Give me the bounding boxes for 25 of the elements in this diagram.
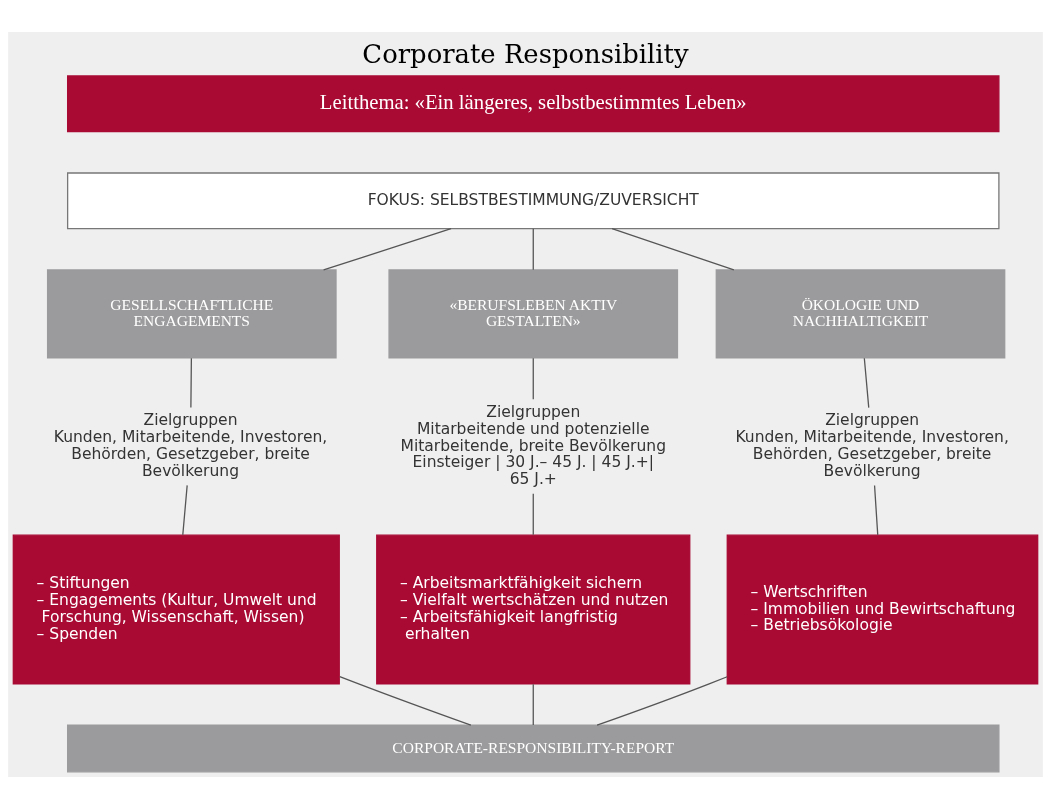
- node-box: Leitthema: «Ein längeres, selbstbestimmtes Leben»: [67, 75, 1000, 133]
- node-box: – Wertschriften – Immobilien und Bewirtschaftung – Betriebsökologie: [726, 534, 1039, 685]
- node-box: ÖKOLOGIE UND NACHHALTIGKEIT: [715, 269, 1006, 359]
- connector: [532, 493, 534, 536]
- connector: [532, 228, 534, 271]
- connector: [863, 357, 870, 409]
- node-box: CORPORATE-RESPONSIBILITY-REPORT: [67, 724, 1000, 773]
- node-box: – Arbeitsmarktfähigkeit sichern – Vielfalt wertschätzen und nutzen – Arbeitsfähigkeit langfristig erhalten: [376, 534, 691, 685]
- connector: [182, 484, 188, 536]
- connector: [339, 675, 472, 726]
- diagram-title: Corporate Responsibility: [362, 39, 689, 70]
- connector: [532, 683, 534, 726]
- connector: [322, 228, 452, 271]
- node-text: Zielgruppen Mitarbeitende und potenzielle Mitarbeitende, breite Bevölkerung Einsteiger | 30 J.– 45 J. | 45 J.+| 65 J.+: [400, 402, 666, 489]
- node-box: FOKUS: SELBSTBESTIMMUNG/ZUVERSICHT: [67, 172, 1000, 230]
- node-text: Zielgruppen Kunden, Mitarbeitende, Investoren, Behörden, Gesetzgeber, breite Bevölkerung: [53, 411, 328, 480]
- node-box: GESELLSCHAFTLICHE ENGAGEMENTS: [46, 269, 337, 359]
- node-box: «BERUFSLEBEN AKTIV GESTALTEN»: [388, 269, 679, 359]
- connector: [611, 228, 735, 271]
- connector: [873, 484, 879, 536]
- node-box: – Stiftungen – Engagements (Kultur, Umwelt und Forschung, Wissenschaft, Wissen) – Spenden: [12, 534, 340, 685]
- connector: [190, 357, 193, 409]
- node-text: Zielgruppen Kunden, Mitarbeitende, Investoren, Behörden, Gesetzgeber, breite Bevölkerung: [735, 411, 1009, 480]
- connector: [596, 676, 728, 726]
- connector: [532, 357, 534, 400]
